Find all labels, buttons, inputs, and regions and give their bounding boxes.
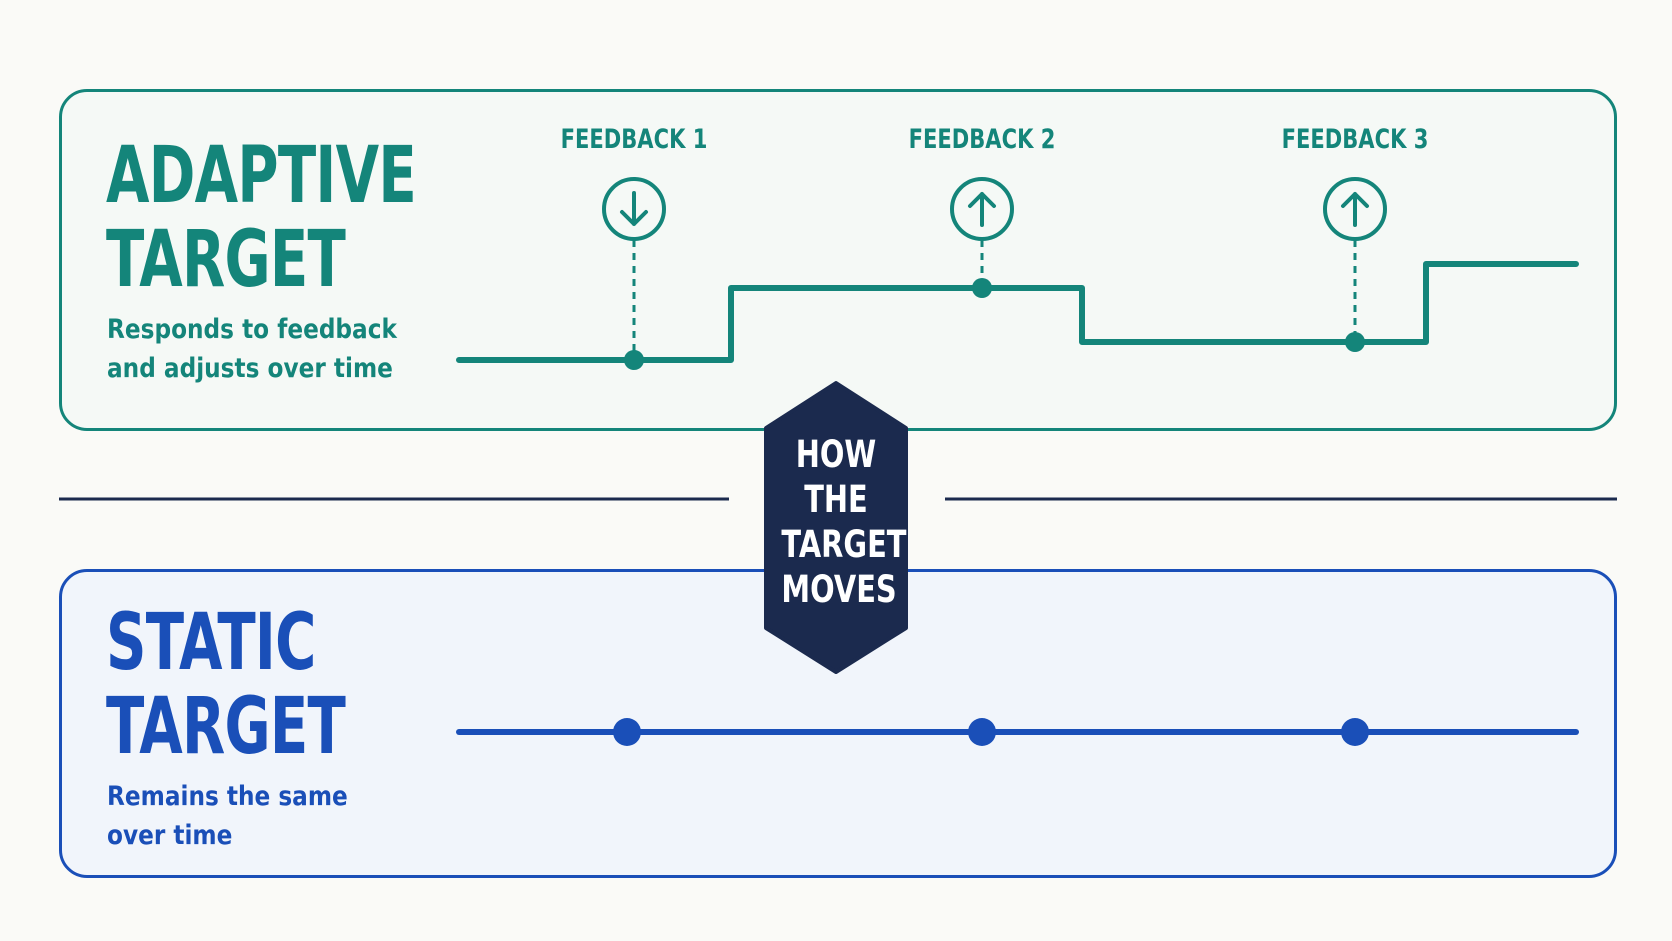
feedback-3-point (1345, 332, 1365, 352)
adaptive-title-line1: ADAPTIVE (106, 131, 417, 221)
feedback-3-marker (1323, 177, 1387, 352)
adaptive-subtitle-line2: and adjusts over time (107, 353, 393, 384)
feedback-2-label: FEEDBACK 2 (908, 124, 1056, 155)
feedback-1-point (624, 350, 644, 370)
static-point-1 (613, 718, 641, 746)
adaptive-title-line2: TARGET (106, 215, 346, 305)
arrow-up-icon (1341, 192, 1369, 227)
center-badge (764, 381, 908, 674)
static-subtitle-line1: Remains the same (107, 781, 348, 812)
feedback-2-point (972, 278, 992, 298)
static-title-line1: STATIC (106, 598, 316, 688)
feedback-3-label: FEEDBACK 3 (1281, 124, 1429, 155)
arrow-up-icon (968, 192, 996, 227)
center-line4: MOVES (781, 568, 897, 611)
adaptive-target-panel (59, 89, 1617, 431)
static-title-line2: TARGET (106, 682, 346, 772)
static-point-2 (968, 718, 996, 746)
center-line2: THE (804, 478, 868, 521)
feedback-2-marker (950, 177, 1014, 298)
static-subtitle-line2: over time (107, 820, 233, 851)
center-line1: HOW (795, 433, 877, 476)
feedback-1-label: FEEDBACK 1 (560, 124, 708, 155)
center-badge-text: HOW THE TARGET MOVES (766, 432, 906, 612)
arrow-down-icon (620, 191, 648, 226)
feedback-1-marker (602, 177, 666, 370)
static-point-3 (1341, 718, 1369, 746)
adaptive-target-line (456, 261, 1579, 363)
adaptive-subtitle-line1: Responds to feedback (107, 314, 397, 345)
center-line3: TARGET (781, 523, 907, 566)
